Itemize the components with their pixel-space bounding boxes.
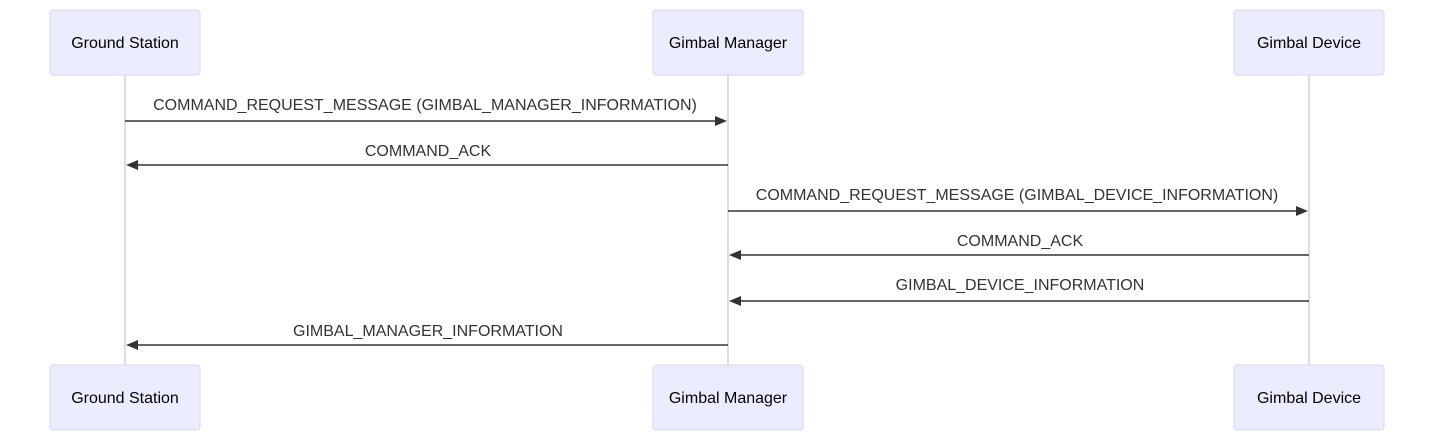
arrowhead-left-icon bbox=[729, 250, 741, 260]
actor-bottom-gimbal-device: Gimbal Device bbox=[1233, 364, 1385, 431]
actor-top-gimbal-manager: Gimbal Manager bbox=[652, 9, 804, 76]
actor-top-gimbal-device: Gimbal Device bbox=[1233, 9, 1385, 76]
message-1: COMMAND_REQUEST_MESSAGE (GIMBAL_MANAGER_… bbox=[125, 97, 727, 126]
actor-label: Gimbal Device bbox=[1257, 390, 1361, 407]
arrowhead-left-icon bbox=[126, 340, 138, 350]
message-label: GIMBAL_DEVICE_INFORMATION bbox=[896, 277, 1145, 294]
arrowhead-right-icon bbox=[715, 116, 727, 126]
message-label: GIMBAL_MANAGER_INFORMATION bbox=[293, 323, 563, 340]
arrowhead-left-icon bbox=[729, 296, 741, 306]
message-label: COMMAND_ACK bbox=[957, 233, 1084, 250]
actor-label: Gimbal Device bbox=[1257, 35, 1361, 52]
actor-label: Gimbal Manager bbox=[669, 390, 788, 407]
actor-label: Gimbal Manager bbox=[669, 35, 788, 52]
actor-label: Ground Station bbox=[71, 390, 179, 407]
arrowhead-right-icon bbox=[1296, 206, 1308, 216]
message-4: COMMAND_ACK bbox=[729, 233, 1309, 260]
message-label: COMMAND_REQUEST_MESSAGE (GIMBAL_MANAGER_… bbox=[153, 97, 697, 114]
message-5: GIMBAL_DEVICE_INFORMATION bbox=[729, 277, 1309, 306]
message-6: GIMBAL_MANAGER_INFORMATION bbox=[126, 323, 728, 350]
actor-top-ground-station: Ground Station bbox=[49, 9, 201, 76]
actor-bottom-gimbal-manager: Gimbal Manager bbox=[652, 364, 804, 431]
actor-label: Ground Station bbox=[71, 35, 179, 52]
actor-bottom-ground-station: Ground Station bbox=[49, 364, 201, 431]
message-2: COMMAND_ACK bbox=[126, 143, 728, 170]
message-3: COMMAND_REQUEST_MESSAGE (GIMBAL_DEVICE_I… bbox=[728, 187, 1308, 216]
message-label: COMMAND_ACK bbox=[365, 143, 492, 160]
arrowhead-left-icon bbox=[126, 160, 138, 170]
message-label: COMMAND_REQUEST_MESSAGE (GIMBAL_DEVICE_I… bbox=[756, 187, 1278, 204]
